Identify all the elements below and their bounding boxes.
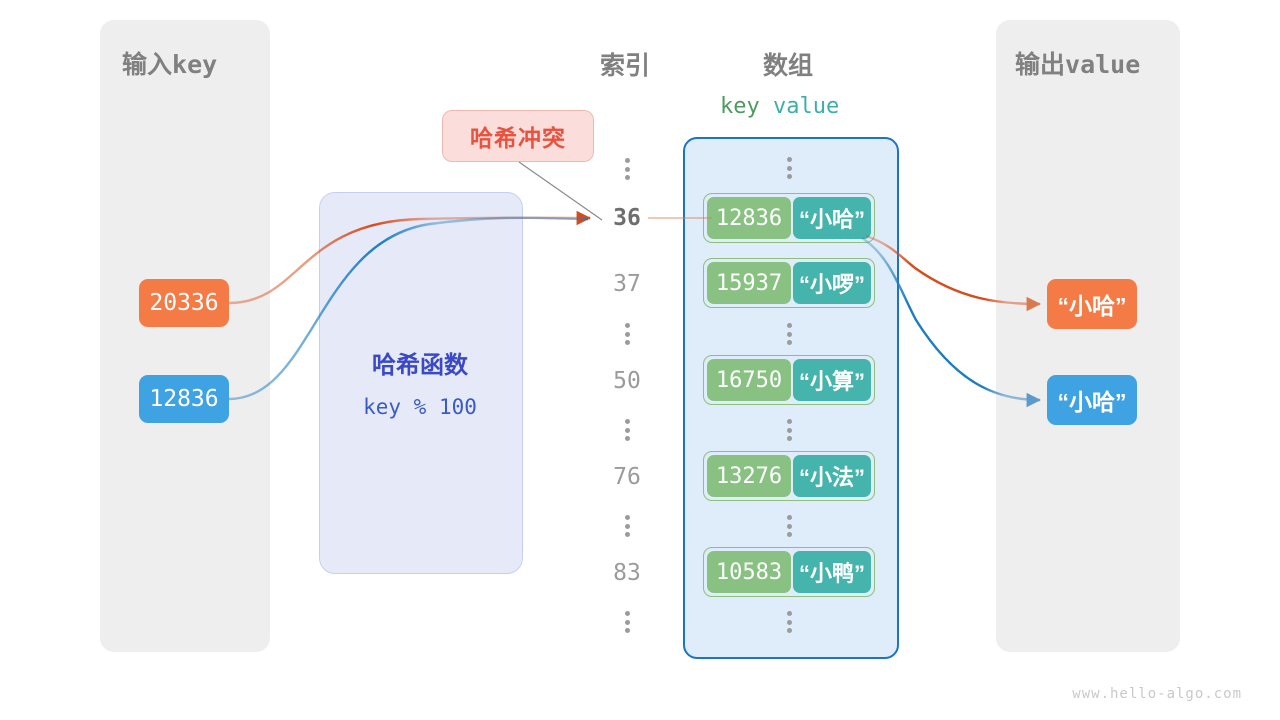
index-ellipsis-0 (617, 158, 637, 180)
index-ellipsis-4 (617, 611, 637, 633)
array-cell-76-value: “小法” (792, 455, 871, 497)
hash-collision-badge: 哈希冲突 (442, 110, 594, 162)
output-panel-title-mono: value (1065, 50, 1141, 79)
index-ellipsis-1 (617, 323, 637, 345)
input-panel-title: 输入key (122, 45, 217, 81)
index-label-36: 36 (613, 205, 641, 231)
array-cell-83-key: 10583 (707, 551, 791, 593)
output-panel (996, 20, 1180, 652)
array-cell-50: 16750 “小算” (703, 355, 875, 405)
index-ellipsis-3 (617, 515, 637, 537)
index-label-50: 50 (613, 368, 641, 394)
array-ellipsis-1 (779, 323, 799, 345)
array-cell-50-value: “小算” (792, 359, 871, 401)
hash-function-box (319, 192, 523, 574)
array-cell-83: 10583 “小鸭” (703, 547, 875, 597)
array-cell-50-key: 16750 (707, 359, 791, 401)
array-cell-76: 13276 “小法” (703, 451, 875, 501)
watermark: www.hello-algo.com (1072, 686, 1242, 702)
index-label-37: 37 (613, 271, 641, 297)
array-cell-83-value: “小鸭” (792, 551, 871, 593)
input-panel-title-mono: key (172, 50, 218, 79)
array-ellipsis-3 (779, 515, 799, 537)
array-cell-37-value: “小啰” (792, 262, 871, 304)
hash-function-formula: key % 100 (363, 395, 477, 419)
array-cell-36-value: “小哈” (792, 197, 871, 239)
output-panel-title-cn: 输出 (1015, 51, 1066, 79)
array-cell-37-key: 15937 (707, 262, 791, 304)
output-value-top: “小哈” (1047, 279, 1137, 329)
input-key-12836: 12836 (139, 375, 229, 423)
index-label-83: 83 (613, 560, 641, 586)
input-panel-title-cn: 输入 (122, 51, 173, 79)
array-kv-heading: key value (720, 94, 839, 119)
hash-function-title: 哈希函数 (372, 352, 468, 379)
array-column-heading: 数组 (762, 52, 813, 80)
array-ellipsis-2 (779, 419, 799, 441)
input-key-20336: 20336 (139, 279, 229, 327)
array-cell-36: 12836 “小哈” (703, 193, 875, 243)
index-column-heading: 索引 (599, 52, 650, 80)
key-heading: key (720, 94, 760, 119)
array-cell-36-key: 12836 (707, 197, 791, 239)
array-ellipsis-4 (779, 611, 799, 633)
index-label-76: 76 (613, 464, 641, 490)
badge-leader-line (518, 161, 603, 221)
array-ellipsis-0 (779, 157, 799, 179)
index-ellipsis-2 (617, 419, 637, 441)
output-panel-title: 输出value (1015, 45, 1140, 81)
output-value-bottom: “小哈” (1047, 375, 1137, 425)
array-cell-76-key: 13276 (707, 455, 791, 497)
value-heading: value (773, 94, 840, 119)
array-cell-37: 15937 “小啰” (703, 258, 875, 308)
input-panel (100, 20, 270, 652)
